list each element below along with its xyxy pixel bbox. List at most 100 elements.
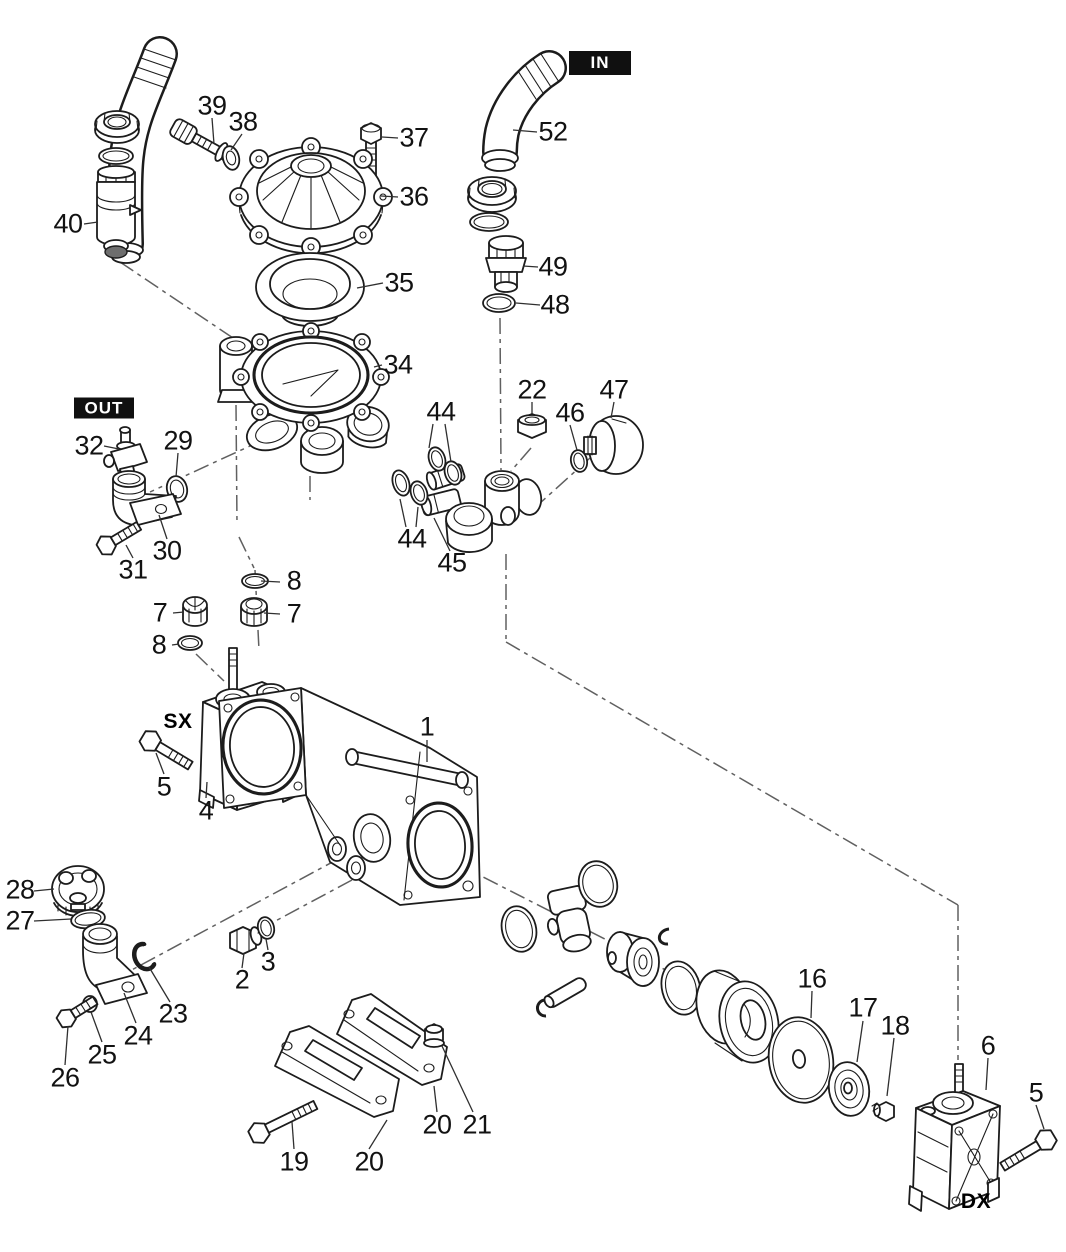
part-label-44: 44: [426, 396, 456, 427]
flange-tabs: [232, 322, 390, 432]
piston: [606, 931, 660, 987]
part-1-pump-body: [218, 687, 481, 906]
part-label-38: 38: [228, 106, 258, 137]
part-label-21: 21: [462, 1109, 492, 1140]
part-label-48: 48: [540, 289, 570, 320]
part-16-support-disc: [767, 1016, 835, 1104]
part-21-nut: [423, 1023, 445, 1048]
part-24-filler-neck: [82, 923, 148, 1005]
part-label-5: 5: [156, 771, 172, 802]
part-label-6: 6: [980, 1030, 996, 1061]
part-label-8: 8: [151, 629, 167, 660]
part-34-valve-body: [217, 322, 390, 474]
ring-nut: [94, 110, 140, 144]
part-28-filler-knob: [51, 865, 105, 917]
hose-elbow-threads: [517, 53, 560, 100]
front-boss: [445, 502, 493, 553]
hose-elbow-threads: [133, 48, 177, 89]
part-5-bolt-right: [999, 1129, 1058, 1172]
part-label-45: 45: [437, 547, 467, 578]
part-31-bolt: [95, 521, 143, 556]
label-leader-lines: [33, 117, 1045, 1150]
flow-badge-in: IN: [569, 51, 631, 75]
o-ring: [660, 960, 702, 1016]
part-label-22: 22: [517, 374, 547, 405]
part-45-inlet-manifold: [420, 463, 543, 553]
diaphragm-cup: [695, 969, 780, 1064]
part-20-bracket-left: [274, 1025, 400, 1118]
part-22-nut: [517, 413, 547, 439]
part-44-o-rings: [391, 446, 463, 506]
part-8-o-ring-left: [177, 635, 203, 651]
dome-lugs: [229, 137, 393, 257]
body-handle: [345, 748, 469, 789]
part-label-30: 30: [152, 535, 182, 566]
part-48-o-ring: [482, 293, 516, 313]
part-52-inlet-hose-elbow: [467, 50, 567, 232]
part-label-17: 17: [848, 992, 878, 1023]
part-label-27: 27: [5, 905, 35, 936]
part-3-o-ring: [256, 916, 276, 940]
inlet-filter-assembly: [94, 36, 178, 264]
part-17-diaphragm-disc: [827, 1061, 871, 1117]
part-label-25: 25: [87, 1039, 117, 1070]
part-38-washer: [221, 145, 241, 171]
part-20-bracket-right: [336, 993, 448, 1086]
part-19-bolt: [247, 1099, 319, 1144]
part-label-5: 5: [1028, 1077, 1044, 1108]
ring-nut: [467, 176, 517, 213]
part-label-52: 52: [538, 116, 568, 147]
part-label-16: 16: [797, 963, 827, 994]
part-7-valve-left: [182, 596, 208, 627]
part-label-39: 39: [197, 90, 227, 121]
part-label-7: 7: [152, 597, 168, 628]
part-label-46: 46: [555, 397, 585, 428]
part-label-2: 2: [234, 964, 250, 995]
part-label-4: 4: [198, 795, 214, 826]
part-label-1: 1: [419, 711, 435, 742]
part-label-20: 20: [422, 1109, 452, 1140]
part-2-drain-plug: [229, 924, 265, 955]
part-label-18: 18: [880, 1010, 910, 1041]
part-47-cap: [583, 415, 644, 475]
body-left-flange: [218, 687, 307, 809]
part-label-44: 44: [397, 523, 427, 554]
part-label-24: 24: [123, 1020, 153, 1051]
part-49-nipple: [485, 235, 527, 293]
o-ring: [577, 860, 619, 908]
part-35-diaphragm: [255, 252, 365, 327]
part-46-o-ring: [569, 449, 589, 473]
o-ring: [500, 905, 538, 953]
part-6-dx-head: [908, 1063, 1001, 1212]
left-port: [245, 412, 299, 452]
filter-cartridge: [96, 165, 142, 259]
right-port: [346, 405, 390, 449]
part-label-34: 34: [383, 349, 413, 380]
o-ring: [98, 147, 134, 165]
part-label-8: 8: [286, 565, 302, 596]
part-label-19: 19: [279, 1146, 309, 1177]
part-7-valve-right: [240, 597, 268, 627]
part-36-dome-cover: [229, 137, 393, 257]
circlip: [536, 998, 547, 1018]
part-label-40: 40: [53, 208, 83, 239]
o-ring: [469, 212, 509, 232]
part-26-bolt: [55, 995, 99, 1029]
part-18-screw: [871, 1101, 895, 1122]
part-5-bolt-left: [138, 730, 194, 771]
flow-badge-out: OUT: [74, 397, 134, 419]
connecting-rod: [546, 885, 592, 953]
part-label-47: 47: [599, 374, 629, 405]
part-label-28: 28: [5, 874, 35, 905]
part-label-26: 26: [50, 1062, 80, 1093]
part-label-36: 36: [399, 181, 429, 212]
part-label-49: 49: [538, 251, 568, 282]
part-label-7: 7: [286, 598, 302, 629]
part-label-37: 37: [399, 122, 429, 153]
part-label-31: 31: [118, 554, 148, 585]
part-label-20: 20: [354, 1146, 384, 1177]
side-marker-sx: SX: [163, 710, 193, 733]
part-label-3: 3: [260, 946, 276, 977]
